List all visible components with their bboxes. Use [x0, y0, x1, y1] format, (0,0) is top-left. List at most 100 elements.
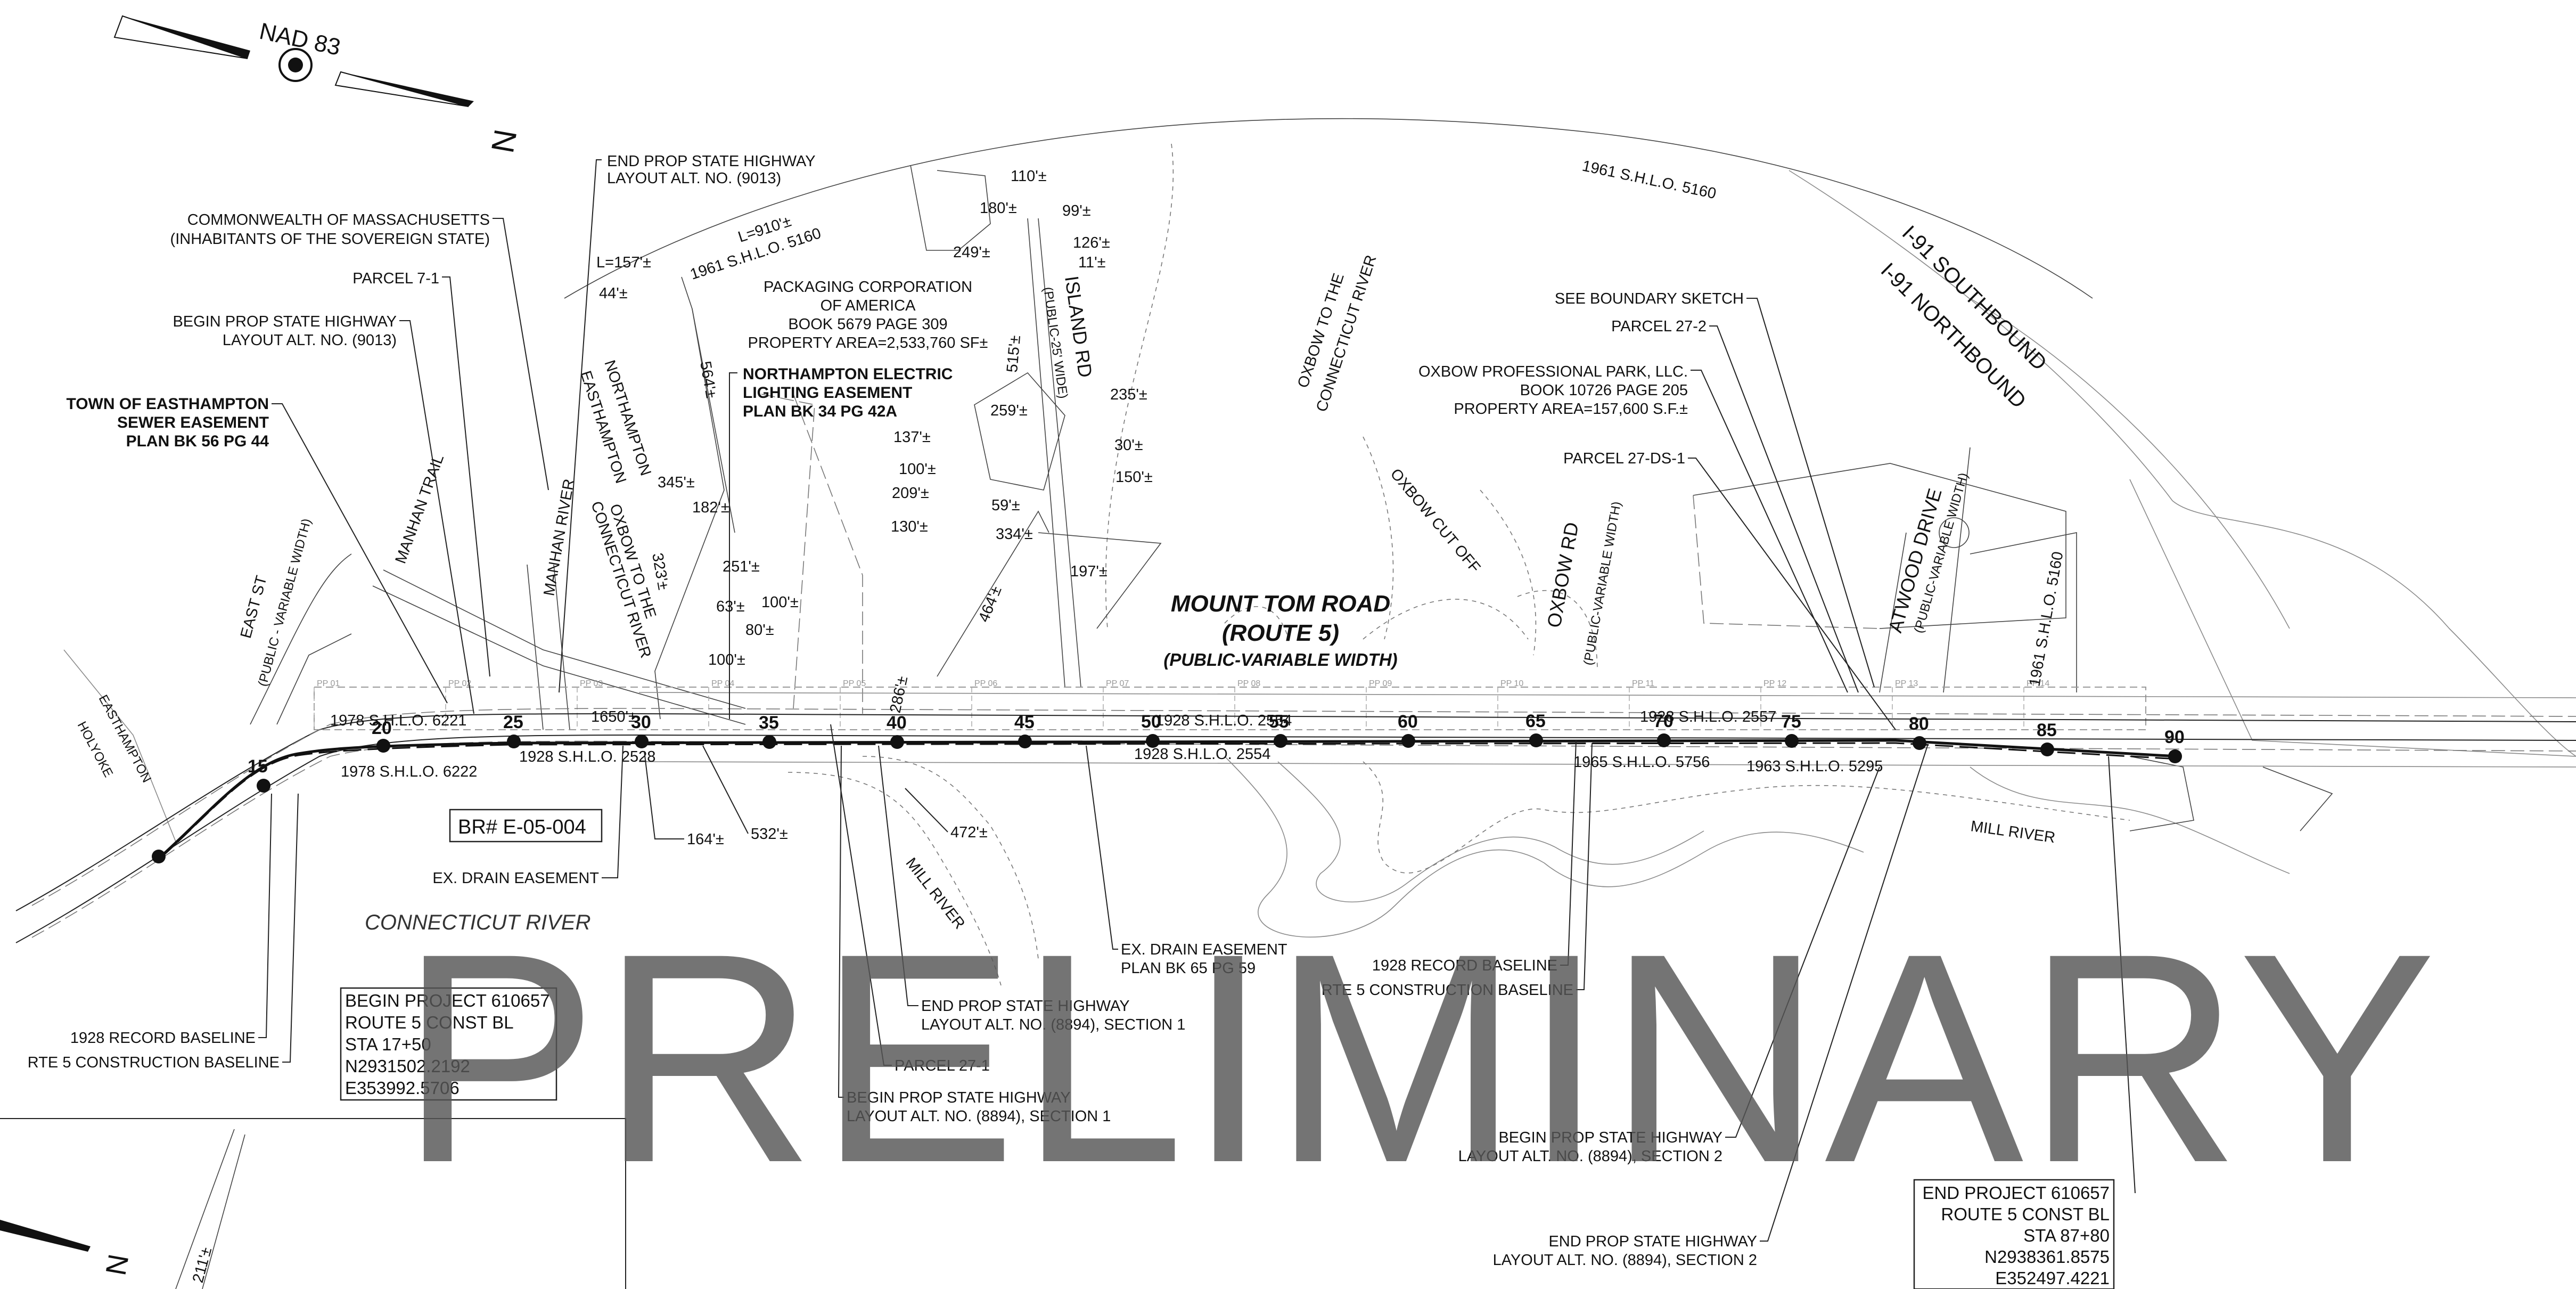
construction-baseline-left-label: RTE 5 CONSTRUCTION BASELINE — [28, 1054, 280, 1071]
begin-project-line4: N2931502.2192 — [345, 1056, 470, 1076]
highway-width: (PUBLIC-VARIABLE WIDTH) — [1163, 650, 1397, 670]
station-dot-45 — [1018, 735, 1032, 748]
station-label-50: 50 — [1141, 712, 1161, 732]
station-dot-70 — [1657, 733, 1671, 747]
north-arrow: NAD 83 N — [113, 15, 523, 156]
dim-345: 345'± — [658, 474, 695, 491]
station-dot-15 — [257, 779, 270, 793]
roadway — [15, 692, 2576, 943]
dim-334: 334'± — [996, 526, 1033, 543]
end-project-line4: N2938361.8575 — [1984, 1247, 2110, 1267]
station-dot-20 — [376, 739, 390, 753]
oxbow-park-book: BOOK 10726 PAGE 205 — [1520, 382, 1688, 399]
highway-route: (ROUTE 5) — [1222, 620, 1339, 646]
begin-prop-s1-line2: LAYOUT ALT. NO. (8894), SECTION 1 — [847, 1108, 1111, 1125]
town-sewer-line2: SEWER EASEMENT — [117, 414, 269, 431]
begin-project-line5: E353992.5706 — [345, 1078, 460, 1098]
highway-name: MOUNT TOM ROAD — [1171, 591, 1390, 617]
station-label-30: 30 — [631, 712, 651, 732]
oxbow-rd-width-label: (PUBLIC-VARIABLE WIDTH) — [1581, 500, 1624, 666]
end-prop-9013-line1: END PROP STATE HIGHWAY — [607, 153, 816, 170]
inset-north-letter: N — [99, 1252, 134, 1278]
begin-point-dot — [152, 850, 166, 863]
dim-59: 59'± — [991, 497, 1020, 514]
shlo-1978-b: 1978 S.H.L.O. 6222 — [341, 763, 477, 780]
island-rd-label: ISLAND RD — [1061, 274, 1096, 379]
mill-river-2-label: MILL RIVER — [1970, 818, 2056, 846]
electric-easement-line3: PLAN BK 34 PG 42A — [743, 403, 897, 420]
construction-baseline — [159, 742, 2178, 860]
station-dot-55 — [1274, 734, 1287, 748]
parcel-27-ds-1-label: PARCEL 27-DS-1 — [1563, 450, 1685, 467]
parcel-7-1-label: PARCEL 7-1 — [352, 270, 439, 287]
dim-211: 211'± — [190, 1245, 215, 1285]
station-label-70: 70 — [1653, 711, 1673, 731]
parcel-27-2-label: PARCEL 27-2 — [1611, 318, 1707, 335]
station-label-35: 35 — [759, 713, 779, 733]
dim-164: 164'± — [687, 831, 724, 848]
dim-1650: 1650'± — [591, 708, 637, 725]
commonwealth-line1: COMMONWEALTH OF MASSACHUSETTS — [187, 211, 490, 229]
end-project-line3: STA 87+80 — [2023, 1226, 2110, 1245]
dim-235: 235'± — [1110, 386, 1147, 403]
pp-sheet-label-14: PP 14 — [2027, 679, 2049, 688]
callouts: END PROP STATE HIGHWAY LAYOUT ALT. NO. (… — [28, 153, 2136, 1269]
preliminary-watermark: PRELIMINARY — [399, 891, 2439, 1225]
station-dot-85 — [2040, 743, 2054, 756]
end-prop-s2-line1: END PROP STATE HIGHWAY — [1548, 1233, 1757, 1250]
dim-L157: L=157'± — [596, 254, 651, 271]
dim-130: 130'± — [891, 518, 928, 535]
station-dot-75 — [1785, 734, 1799, 748]
record-baseline-right-label: 1928 RECORD BASELINE — [1372, 957, 1557, 974]
station-label-75: 75 — [1781, 712, 1801, 732]
station-label-25: 25 — [503, 712, 523, 732]
dim-259: 259'± — [990, 402, 1028, 419]
begin-project-line1: BEGIN PROJECT 610657 — [345, 991, 550, 1010]
dim-532: 532'± — [751, 826, 788, 843]
shlo-1965: 1965 S.H.L.O. 5756 — [1573, 754, 1710, 771]
bridge-box — [449, 809, 603, 843]
dim-100c: 100'± — [708, 651, 745, 668]
dim-197: 197'± — [1070, 563, 1107, 580]
pp-sheet-label-12: PP 12 — [1763, 679, 1786, 688]
pp-sheet-label-7: PP 07 — [1106, 679, 1129, 688]
connecticut-river-label: CONNECTICUT RIVER — [365, 911, 590, 934]
station-label-20: 20 — [372, 718, 392, 738]
dim-464: 464'± — [975, 584, 1005, 625]
ex-drain-easement-2-line1: EX. DRAIN EASEMENT — [1121, 941, 1287, 958]
electric-easement-line2: LIGHTING EASEMENT — [743, 384, 912, 402]
ex-drain-easement-2-line2: PLAN BK 65 PG 59 — [1121, 960, 1256, 977]
holyoke-label: HOLYOKE — [75, 719, 116, 780]
dim-11: 11'± — [1078, 254, 1106, 271]
dim-137: 137'± — [893, 429, 931, 446]
dim-251: 251'± — [723, 558, 760, 575]
dim-30: 30'± — [1114, 437, 1143, 454]
dim-249: 249'± — [953, 244, 990, 261]
highway-title: MOUNT TOM ROAD (ROUTE 5) (PUBLIC-VARIABL… — [1163, 591, 1397, 670]
oxbow-cut-off-label: OXBOW CUT OFF — [1387, 466, 1484, 576]
town-sewer-line1: TOWN OF EASTHAMPTON — [66, 395, 269, 413]
east-st-label: EAST ST — [237, 574, 270, 640]
station-label-80: 80 — [1909, 714, 1929, 734]
dim-99: 99'± — [1062, 202, 1091, 219]
construction-baseline-right-label: RTE 5 CONSTRUCTION BASELINE — [1322, 982, 1573, 999]
end-prop-s1-line2: LAYOUT ALT. NO. (8894), SECTION 1 — [921, 1016, 1185, 1033]
record-baseline-left-label: 1928 RECORD BASELINE — [70, 1030, 256, 1047]
begin-prop-s1-line1: BEGIN PROP STATE HIGHWAY — [847, 1089, 1071, 1106]
pp-sheet-label-6: PP 06 — [974, 679, 997, 688]
baselines — [159, 739, 2178, 860]
station-label-65: 65 — [1525, 711, 1546, 731]
begin-prop-s2-line1: BEGIN PROP STATE HIGHWAY — [1498, 1129, 1722, 1146]
end-prop-9013-line2: LAYOUT ALT. NO. (9013) — [607, 170, 781, 187]
shlo-1961-right: 1961 S.H.L.O. 5160 — [2026, 550, 2066, 688]
begin-project-line2: ROUTE 5 CONST BL — [345, 1013, 514, 1032]
background-linework — [63, 118, 2576, 986]
pp-sheet-label-11: PP 11 — [1632, 679, 1654, 688]
begin-project-box: BEGIN PROJECT 610657 ROUTE 5 CONST BL ST… — [340, 987, 557, 1101]
ex-drain-easement-label: EX. DRAIN EASEMENT — [432, 870, 599, 887]
electric-easement-line1: NORTHAMPTON ELECTRIC — [743, 365, 953, 383]
parcel-info: PACKAGING CORPORATION OF AMERICA BOOK 56… — [748, 279, 1688, 418]
shlo-1928-b: 1928 S.H.L.O. 2554 — [1155, 712, 1292, 729]
